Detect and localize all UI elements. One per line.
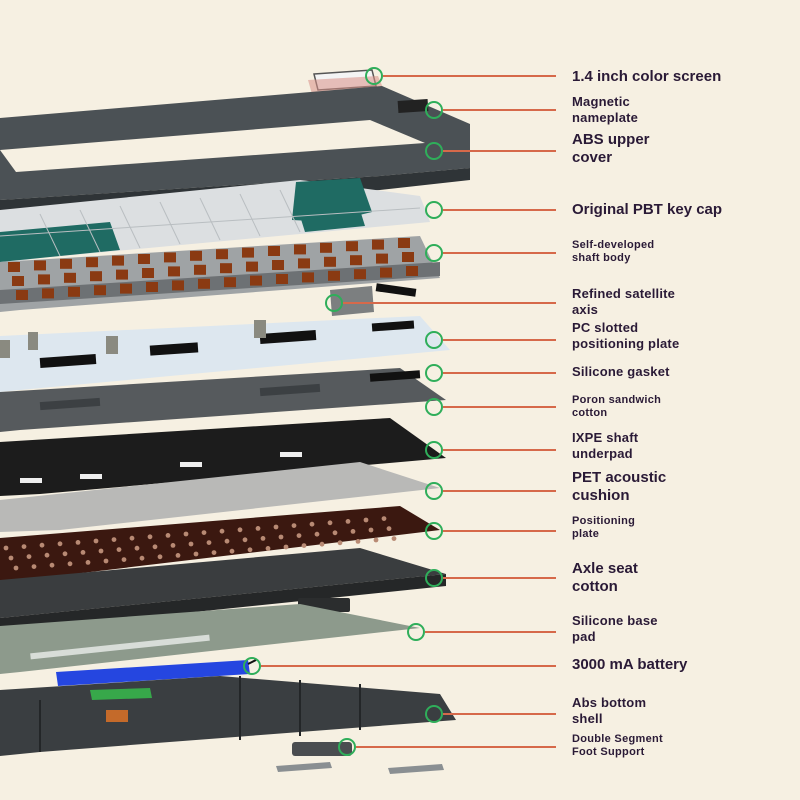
- callout-marker: [338, 738, 356, 756]
- layer-label: PET acoustic cushion: [572, 469, 667, 504]
- layer-label: IXPE shaft underpad: [572, 430, 639, 461]
- layer-label: Poron sandwich cotton: [572, 394, 662, 420]
- callout-marker: [425, 441, 443, 459]
- layer-label: Silicone gasket: [572, 364, 670, 379]
- callout-marker: [425, 142, 443, 160]
- callout-marker: [425, 569, 443, 587]
- callout-marker: [425, 101, 443, 119]
- callout-marker: [365, 67, 383, 85]
- battery-layer: [56, 659, 257, 686]
- poron-layer: [0, 368, 446, 432]
- callout-marker: [425, 522, 443, 540]
- callout-marker: [425, 398, 443, 416]
- layer-label: Positioning plate: [572, 515, 636, 541]
- callout-marker: [425, 482, 443, 500]
- keycap-layer: [0, 178, 430, 264]
- callout-marker: [407, 623, 425, 641]
- callout-marker: [243, 657, 261, 675]
- layer-label: Refined satellite axis: [572, 286, 676, 317]
- layer-label: Double Segment Foot Support: [572, 733, 663, 759]
- ixpe-layer: [0, 418, 446, 496]
- layer-label: Self-developed shaft body: [572, 239, 655, 265]
- layer-label: Axle seat cotton: [572, 560, 638, 595]
- callout-marker: [425, 244, 443, 262]
- axle-cotton-layer: [0, 548, 446, 630]
- layer-label: 1.4 inch color screen: [572, 68, 722, 85]
- pc-plate-layer: [0, 316, 450, 392]
- pet-cushion-layer: [0, 462, 440, 532]
- callout-marker: [425, 705, 443, 723]
- layer-label: ABS upper cover: [572, 131, 650, 166]
- callout-marker: [425, 331, 443, 349]
- base-pad-layer: [0, 598, 420, 674]
- layer-label: Silicone base pad: [572, 613, 658, 644]
- foot-support-layer: [276, 742, 444, 774]
- layer-label: PC slotted positioning plate: [572, 320, 680, 351]
- callout-marker: [325, 294, 343, 312]
- switch-layer: [0, 236, 440, 312]
- layer-label: Abs bottom shell: [572, 695, 647, 726]
- nameplate: [397, 98, 429, 114]
- bottom-shell-layer: [0, 676, 456, 756]
- layer-label: Original PBT key cap: [572, 201, 723, 218]
- callout-marker: [425, 364, 443, 382]
- layer-label: Magnetic nameplate: [572, 94, 639, 125]
- satellite-axis-layer: [330, 283, 417, 316]
- pcb-layer: [0, 506, 440, 582]
- callout-marker: [425, 201, 443, 219]
- layer-label: 3000 mA battery: [572, 656, 688, 673]
